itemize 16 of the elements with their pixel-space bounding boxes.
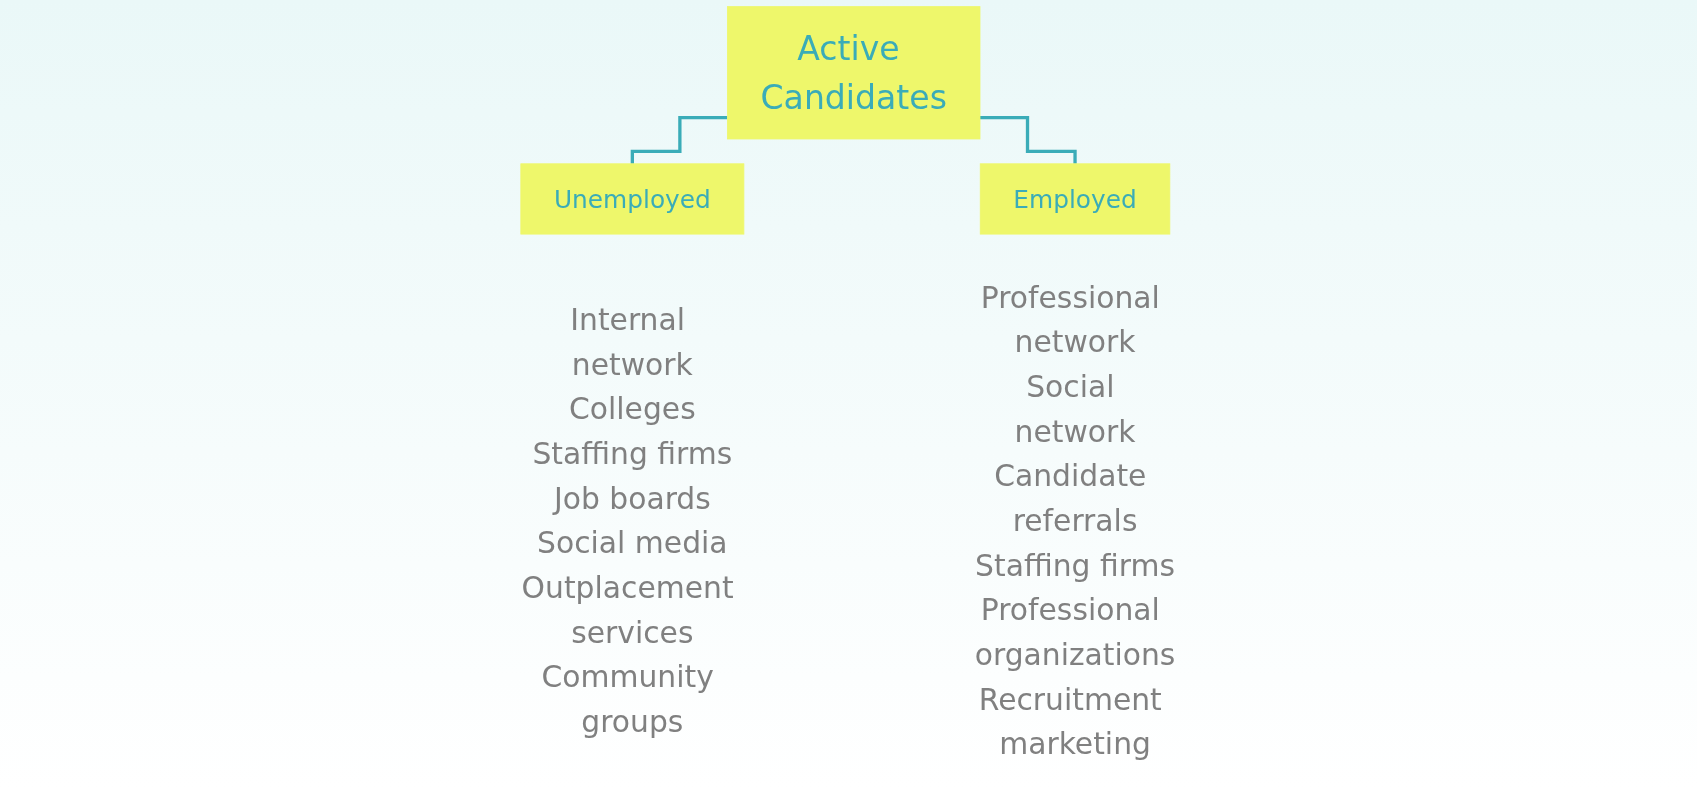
node-label: Recruitment marketing xyxy=(978,682,1162,762)
node-box: Employed xyxy=(979,163,1171,235)
node-box: Active Candidates xyxy=(727,6,981,140)
node-label: Professional organizations xyxy=(974,593,1176,672)
node-label: Social media xyxy=(537,526,728,561)
node-label: Outplacement services xyxy=(521,570,734,650)
node-label: Staffing firms xyxy=(532,436,733,471)
node-box: Unemployed xyxy=(520,163,745,235)
node-label: Staffing firms xyxy=(975,548,1175,583)
node-label: Colleges xyxy=(569,392,696,427)
node-label: Community groups xyxy=(541,660,714,739)
node-label: Candidate referrals xyxy=(994,459,1147,538)
node-label: Professional network xyxy=(980,280,1160,360)
node-label: Social network xyxy=(1014,369,1136,449)
node-label: Internal network xyxy=(570,302,693,382)
node-label: Job boards xyxy=(553,481,711,516)
